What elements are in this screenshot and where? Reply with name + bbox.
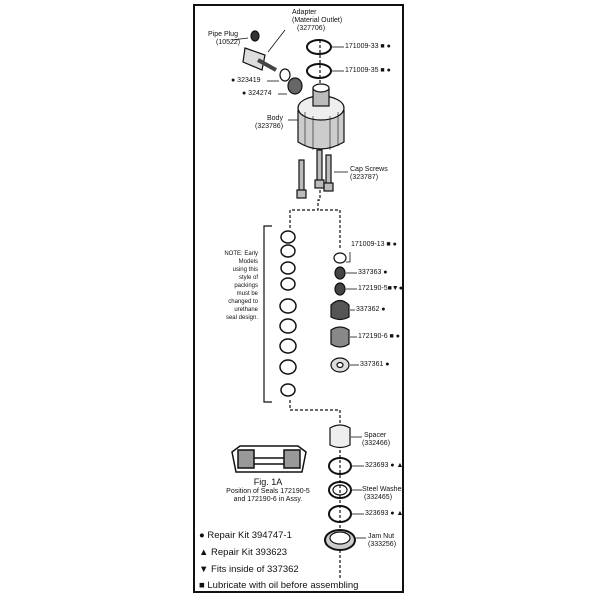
legend-repair-kit-2: ▲ Repair Kit 393623 (199, 547, 288, 558)
cap-screws-part (296, 149, 334, 199)
jam-nut-label: Jam Nut (368, 533, 395, 540)
part-337363 (334, 266, 346, 280)
label-337363: 337363 ● (358, 269, 388, 276)
part-337362 (330, 299, 350, 321)
spacer-label: Spacer (364, 432, 387, 439)
old-style-packings (279, 230, 297, 397)
assembly-path-top (289, 40, 321, 228)
oring-323693-b (328, 505, 352, 523)
part-172190-5 (334, 282, 346, 296)
label-337362: 337362 ● (356, 306, 386, 313)
label-337361: 337361 ● (360, 361, 390, 368)
oring-171009-33 (306, 39, 332, 55)
label-171009-13: 171009-13 ■ ● (351, 241, 397, 248)
legend-repair-kit-1: ● Repair Kit 394747-1 (199, 530, 292, 541)
jam-nut-number: (333256) (368, 541, 397, 548)
oring-171009-13 (333, 252, 347, 264)
body-label: Body (267, 115, 283, 122)
pipe-plug-part (250, 30, 260, 42)
label-323693-b: 323693 ● ▲ (365, 510, 404, 517)
spacer-number: (332466) (362, 440, 391, 447)
oring-171009-35 (306, 63, 332, 79)
bracket (263, 225, 272, 403)
part-172190-6 (330, 326, 350, 348)
label-323419: ● 323419 (231, 77, 261, 84)
cap-screws-number: (323787) (350, 174, 379, 181)
spacer-part (329, 424, 351, 449)
part-323419 (279, 68, 291, 82)
diagram-frame (193, 4, 404, 593)
legend-lubricate: ■ Lubricate with oil before assembling (199, 580, 359, 591)
figure-caption-2: and 172190-6 in Assy. (233, 496, 303, 503)
figure-title: Fig. 1A (253, 477, 283, 487)
label-172190-5: 172190-5■▼● (358, 285, 403, 292)
pipe-plug-label: Pipe Plug (208, 31, 238, 38)
adapter-label: Adapter (292, 9, 317, 16)
packing-note: NOTE: Early Models using this style of p… (224, 251, 258, 321)
label-171009-35: 171009-35 ■ ● (345, 67, 391, 74)
steel-washer-label: Steel Washer (362, 486, 404, 493)
adapter-number: (327706) (297, 25, 326, 32)
part-324274 (287, 77, 303, 95)
legend-fits-inside: ▼ Fits inside of 337362 (199, 564, 299, 575)
label-324274: ● 324274 (242, 90, 272, 97)
label-323693-a: 323693 ● ▲ (365, 462, 404, 469)
adapter-desc: (Material Outlet) (292, 17, 343, 24)
cap-screws-label: Cap Screws (350, 166, 388, 173)
figure-caption-1: Position of Seals 172190-5 (226, 488, 310, 495)
leader-lines (231, 29, 366, 539)
fig-1a-drawing (231, 445, 307, 473)
body-number: (323786) (255, 123, 284, 130)
steel-washer-part (328, 481, 352, 499)
oring-323693-a (328, 457, 352, 475)
label-171009-33: 171009-33 ■ ● (345, 43, 391, 50)
label-172190-6: 172190-6 ■ ● (358, 333, 400, 340)
pipe-plug-number: (10522) (216, 39, 241, 46)
body-part (297, 83, 345, 150)
steel-washer-number: (332465) (364, 494, 393, 501)
adapter-part (242, 47, 266, 71)
